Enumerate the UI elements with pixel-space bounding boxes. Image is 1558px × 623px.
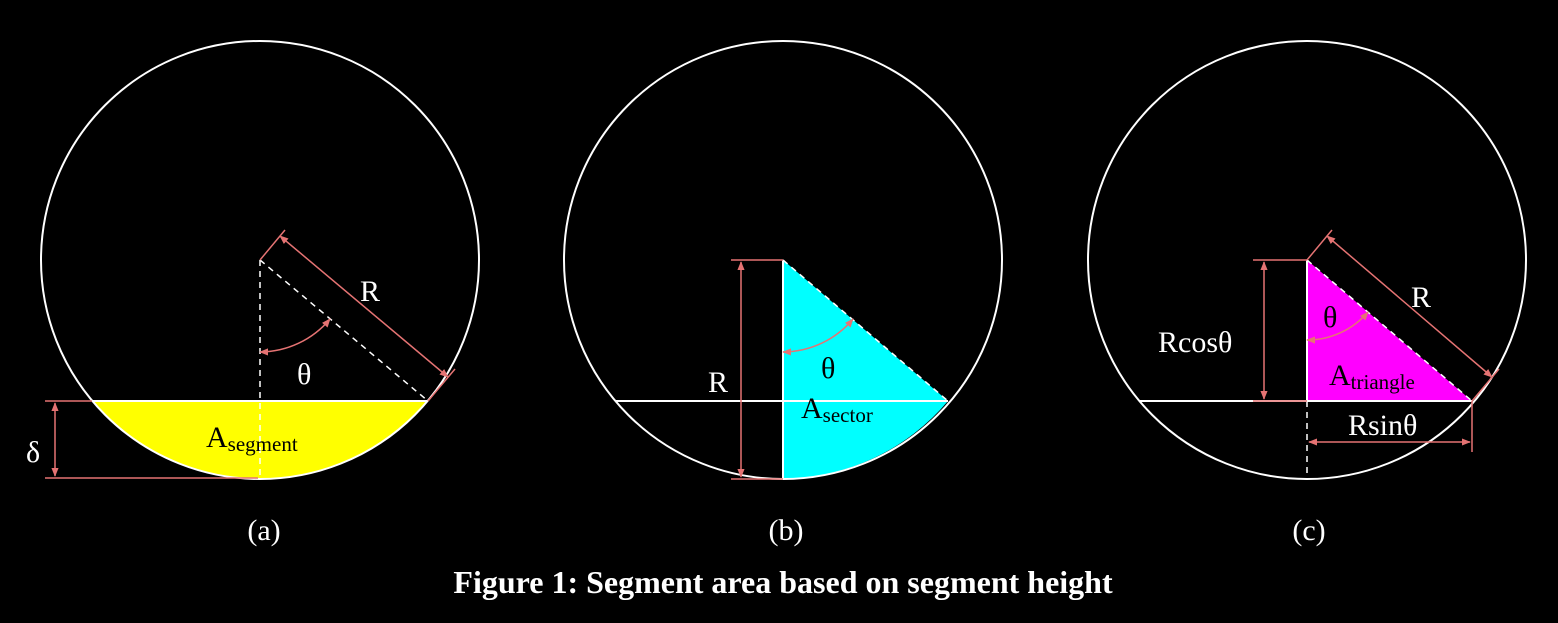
segment-area-label: Asegment — [206, 421, 298, 456]
radius-dimension-ext-1 — [1306, 229, 1333, 261]
angle-label: θ — [821, 352, 835, 385]
radius-label: R — [360, 275, 380, 308]
circle-outline — [1087, 40, 1527, 480]
triangle-area-label: Atriangle — [1329, 359, 1415, 394]
angle-label: θ — [1323, 301, 1337, 334]
angle-arc — [259, 318, 331, 356]
panel-b: R θ Asector (b) — [563, 40, 1003, 547]
radius-dimension-ext-2 — [427, 368, 456, 402]
caption-b: (b) — [769, 514, 804, 547]
height-label: δ — [26, 436, 40, 469]
slanted-radius-dashed — [782, 259, 949, 402]
circle-outline — [40, 40, 480, 480]
radius-dimension-line — [1326, 235, 1493, 378]
caption-a: (a) — [247, 514, 280, 547]
angle-arc — [782, 318, 854, 356]
radius-dimension-ext-2 — [1471, 368, 1500, 402]
sector-area-label: Asector — [801, 392, 873, 427]
figure-title: Figure 1: Segment area based on segment … — [453, 564, 1113, 600]
caption-c: (c) — [1292, 514, 1325, 547]
rsin-label: Rsinθ — [1348, 409, 1417, 442]
angle-arc — [1306, 311, 1369, 344]
radius-dashed-line — [259, 259, 429, 402]
radius-label: R — [1411, 281, 1431, 314]
panel-c: R θ Rcosθ Rsinθ Atriangle (c) — [1087, 40, 1527, 547]
panel-a: R θ δ Asegment (a) — [26, 40, 480, 547]
rcos-label: Rcosθ — [1158, 326, 1232, 359]
radius-dimension-ext-1 — [259, 229, 286, 261]
angle-label: θ — [297, 358, 311, 391]
sector-region — [783, 260, 948, 479]
radius-label: R — [708, 366, 728, 399]
radius-dimension-line — [279, 235, 449, 378]
